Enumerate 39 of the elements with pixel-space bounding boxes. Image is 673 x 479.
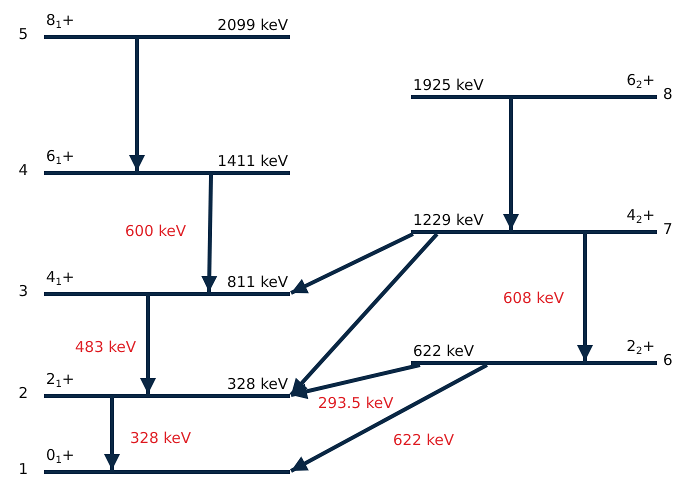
arrow (201, 174, 218, 292)
level-number: 6 (663, 352, 673, 369)
arrow (290, 363, 488, 473)
level-number: 5 (18, 26, 28, 43)
level-number: 3 (18, 283, 28, 300)
arrow (577, 234, 593, 361)
level-label: 6$_{2}$+ (626, 72, 655, 93)
edge-label: 293.5 keV (318, 395, 394, 412)
level-number: 2 (18, 385, 28, 402)
edge-label: 622 keV (393, 432, 454, 449)
level-label: 1229 keV (413, 212, 484, 229)
arrow (290, 363, 420, 400)
arrow (503, 99, 519, 230)
level-label: 328 keV (226, 376, 288, 393)
level-number: 8 (663, 86, 673, 103)
level-label: 2099 keV (217, 17, 288, 34)
level-number: 7 (663, 221, 673, 238)
arrow (129, 39, 145, 171)
level-label: 0$_{1}$+ (46, 447, 74, 468)
level-label: 2$_{1}$+ (46, 371, 74, 392)
level-label: 2$_{2}$+ (626, 338, 655, 359)
level-number: 1 (18, 461, 28, 478)
level-number: 4 (18, 162, 28, 179)
level-label: 6$_{1}$+ (46, 148, 74, 169)
arrow (104, 398, 120, 470)
level-label: 811 keV (226, 274, 288, 291)
edge-label: 483 keV (75, 339, 136, 356)
edge-label: 328 keV (130, 430, 192, 447)
arrow (290, 232, 438, 396)
level-label: 622 keV (413, 343, 474, 360)
level-label: 4$_{2}$+ (626, 207, 655, 228)
level-label: 4$_{1}$+ (46, 269, 74, 290)
level-label: 1925 keV (413, 77, 484, 94)
arrow (140, 296, 156, 394)
level-label: 8$_{1}$+ (46, 12, 74, 33)
level-label: 1411 keV (217, 153, 288, 170)
arrow (290, 232, 414, 295)
edge-label: 600 keV (125, 223, 186, 240)
edge-label: 608 keV (503, 290, 564, 307)
